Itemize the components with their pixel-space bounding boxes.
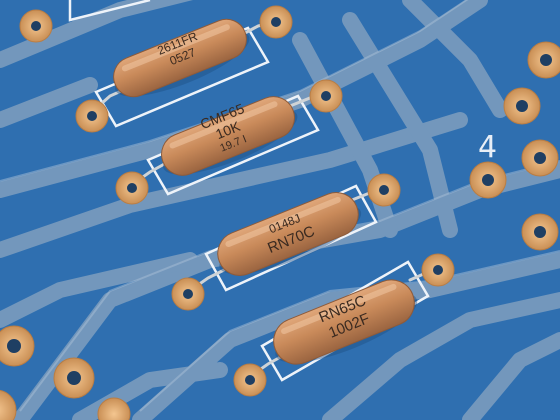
resistor-bodies xyxy=(113,18,418,365)
silkscreen-number: 4 xyxy=(478,130,498,165)
solder-pads xyxy=(0,5,560,420)
